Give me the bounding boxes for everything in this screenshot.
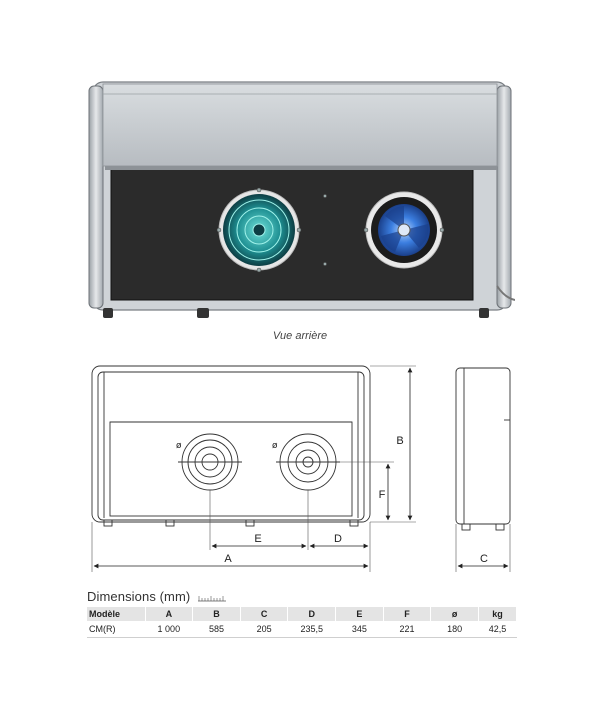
right-fan-icon bbox=[365, 191, 443, 269]
cell-d: 235,5 bbox=[287, 621, 336, 638]
cell-e: 345 bbox=[335, 621, 384, 638]
diameter-symbol-right: ø bbox=[272, 441, 278, 451]
header-diameter: ø bbox=[430, 607, 479, 621]
dimension-label-c: C bbox=[480, 553, 488, 565]
cell-diameter: 180 bbox=[430, 621, 479, 638]
header-d: D bbox=[287, 607, 337, 621]
header-a: A bbox=[145, 607, 194, 621]
dimension-drawing: A E D B F C ø ø bbox=[91, 365, 511, 572]
header-f: F bbox=[383, 607, 432, 621]
cell-c: 205 bbox=[240, 621, 288, 638]
photo-caption: Vue arrière bbox=[272, 330, 328, 342]
dimensions-title: Dimensions (mm) bbox=[87, 589, 227, 604]
ruler-icon bbox=[198, 595, 227, 601]
dimension-label-e: E bbox=[254, 533, 261, 545]
cell-a: 1 000 bbox=[145, 621, 193, 638]
dimensions-table: Modèle A B C D E F ø kg CM(R) 1 000 585 … bbox=[87, 607, 517, 638]
header-c: C bbox=[240, 607, 289, 621]
dimensions-title-text: Dimensions (mm) bbox=[87, 589, 191, 604]
header-model: Modèle bbox=[87, 607, 146, 621]
technical-drawing: A E D B F C ø ø bbox=[0, 350, 600, 585]
product-photo bbox=[85, 76, 516, 326]
dimension-label-b: B bbox=[396, 435, 403, 447]
header-b: B bbox=[192, 607, 241, 621]
dimension-label-a: A bbox=[224, 553, 232, 565]
header-e: E bbox=[335, 607, 384, 621]
header-weight: kg bbox=[478, 607, 517, 621]
table-header-row: Modèle A B C D E F ø kg bbox=[87, 607, 517, 621]
cell-model: CM(R) bbox=[87, 621, 145, 638]
rear-view-illustration bbox=[88, 81, 516, 318]
cell-b: 585 bbox=[192, 621, 241, 638]
cell-weight: 42,5 bbox=[478, 621, 517, 638]
cell-f: 221 bbox=[383, 621, 431, 638]
dimension-label-f: F bbox=[379, 489, 386, 501]
dimension-label-d: D bbox=[334, 533, 342, 545]
diameter-symbol-left: ø bbox=[176, 441, 182, 451]
table-row: CM(R) 1 000 585 205 235,5 345 221 180 42… bbox=[87, 621, 517, 638]
left-fan-icon bbox=[218, 189, 300, 271]
